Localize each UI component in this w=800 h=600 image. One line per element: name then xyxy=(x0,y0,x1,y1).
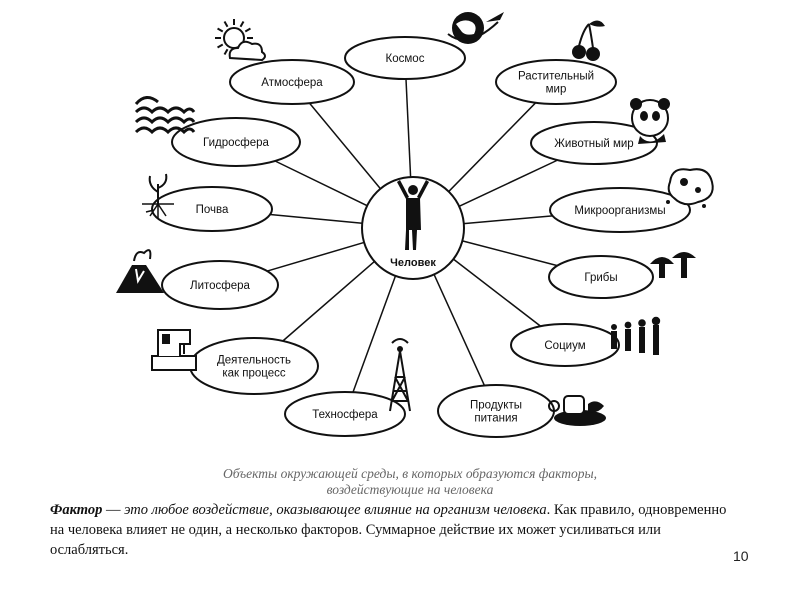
factor-node-label: Техносфера xyxy=(312,409,378,421)
factor-node-label: Гидросфера xyxy=(203,137,270,149)
factor-node-atmosfera: Атмосфера xyxy=(229,59,355,105)
center-label: Человек xyxy=(390,257,436,269)
factor-node-label: Космос xyxy=(386,53,425,65)
factor-node-label: Почва xyxy=(196,204,229,216)
panda-icon xyxy=(630,98,670,144)
microbe-icon xyxy=(666,168,714,208)
diagram-caption: Объекты окружающей среды, в которых обра… xyxy=(160,466,660,498)
man-figure-icon xyxy=(397,180,429,250)
factor-node-label: Продукты xyxy=(470,400,522,412)
definition: это любое воздействие, оказывающее влиян… xyxy=(124,502,547,518)
factor-node-label: мир xyxy=(546,84,567,96)
connector-line xyxy=(270,213,363,224)
factor-node-pochva: Почва xyxy=(151,186,273,232)
factor-node-sotsium: Социум xyxy=(510,323,620,367)
sprout-icon xyxy=(142,173,174,218)
factor-node-ellipse xyxy=(549,187,691,233)
factor-icons xyxy=(116,12,714,426)
paragraph-rest: . Как правило, одновременно на человека … xyxy=(50,502,727,558)
connector-line xyxy=(462,240,558,267)
definition-paragraph: Фактор — это любое воздействие, оказываю… xyxy=(50,500,730,560)
factor-node-label: Деятельность xyxy=(217,355,291,367)
connector-line xyxy=(266,241,365,272)
factor-node-ellipse xyxy=(229,59,355,105)
factor-node-ellipse xyxy=(510,323,620,367)
factor-node-label: Животный мир xyxy=(554,138,633,150)
sewing-machine-icon xyxy=(151,329,197,371)
factor-node-ellipse xyxy=(171,117,301,167)
factor-node-mikroorganizmy: Микроорганизмы xyxy=(549,187,691,233)
factor-node-label: Микроорганизмы xyxy=(574,205,665,217)
sun-cloud-icon xyxy=(215,19,266,62)
factor-node-label: Растительный xyxy=(518,71,594,83)
factor-node-kosmos: Космос xyxy=(344,36,466,80)
connector-lines xyxy=(266,78,558,393)
connector-line xyxy=(405,78,412,178)
factor-node-ellipse xyxy=(548,255,654,299)
factor-node-ellipse xyxy=(530,121,658,165)
factor-node-ellipse xyxy=(161,260,279,310)
factor-node-litosfera: Литосфера xyxy=(161,260,279,310)
mushrooms-icon xyxy=(650,252,696,278)
connector-line xyxy=(274,160,368,207)
factor-node-label: питания xyxy=(474,413,517,425)
factor-node-griby: Грибы xyxy=(548,255,654,299)
cherries-icon xyxy=(572,20,605,61)
factor-node-tekhnosfera: Техносфера xyxy=(284,391,406,437)
people-group-icon xyxy=(611,316,661,355)
factor-node-ellipse xyxy=(495,59,617,105)
term: Фактор xyxy=(50,502,103,518)
volcano-icon xyxy=(116,249,164,293)
page-number: 10 xyxy=(733,548,749,564)
factor-node-ellipse xyxy=(284,391,406,437)
food-icon xyxy=(548,395,606,426)
connector-line xyxy=(282,260,375,342)
connector-line xyxy=(433,274,486,386)
waves-icon xyxy=(134,96,196,135)
globe-rocket-icon xyxy=(447,12,504,44)
factor-node-ellipse xyxy=(344,36,466,80)
connector-line xyxy=(448,102,537,193)
center-node: Человек xyxy=(361,176,465,280)
connector-line xyxy=(452,258,542,327)
factor-node-label: Литосфера xyxy=(190,280,251,292)
connector-line xyxy=(352,275,397,393)
caption-line-2: воздействующие на человека xyxy=(326,482,494,497)
connector-line xyxy=(308,102,382,190)
factor-node-label: как процесс xyxy=(222,368,286,380)
factor-node-label: Атмосфера xyxy=(261,77,323,89)
factor-node-zhivotny-mir: Животный мир xyxy=(530,121,658,165)
factor-node-gidrosfera: Гидросфера xyxy=(171,117,301,167)
dash: — xyxy=(102,502,125,518)
factor-node-ellipse xyxy=(151,186,273,232)
caption-line-1: Объекты окружающей среды, в которых обра… xyxy=(222,466,598,481)
factor-node-label: Грибы xyxy=(584,272,617,284)
connector-line xyxy=(463,215,553,225)
connector-line xyxy=(458,159,558,208)
factor-node-label: Социум xyxy=(544,340,585,352)
radio-tower-icon xyxy=(389,338,411,412)
